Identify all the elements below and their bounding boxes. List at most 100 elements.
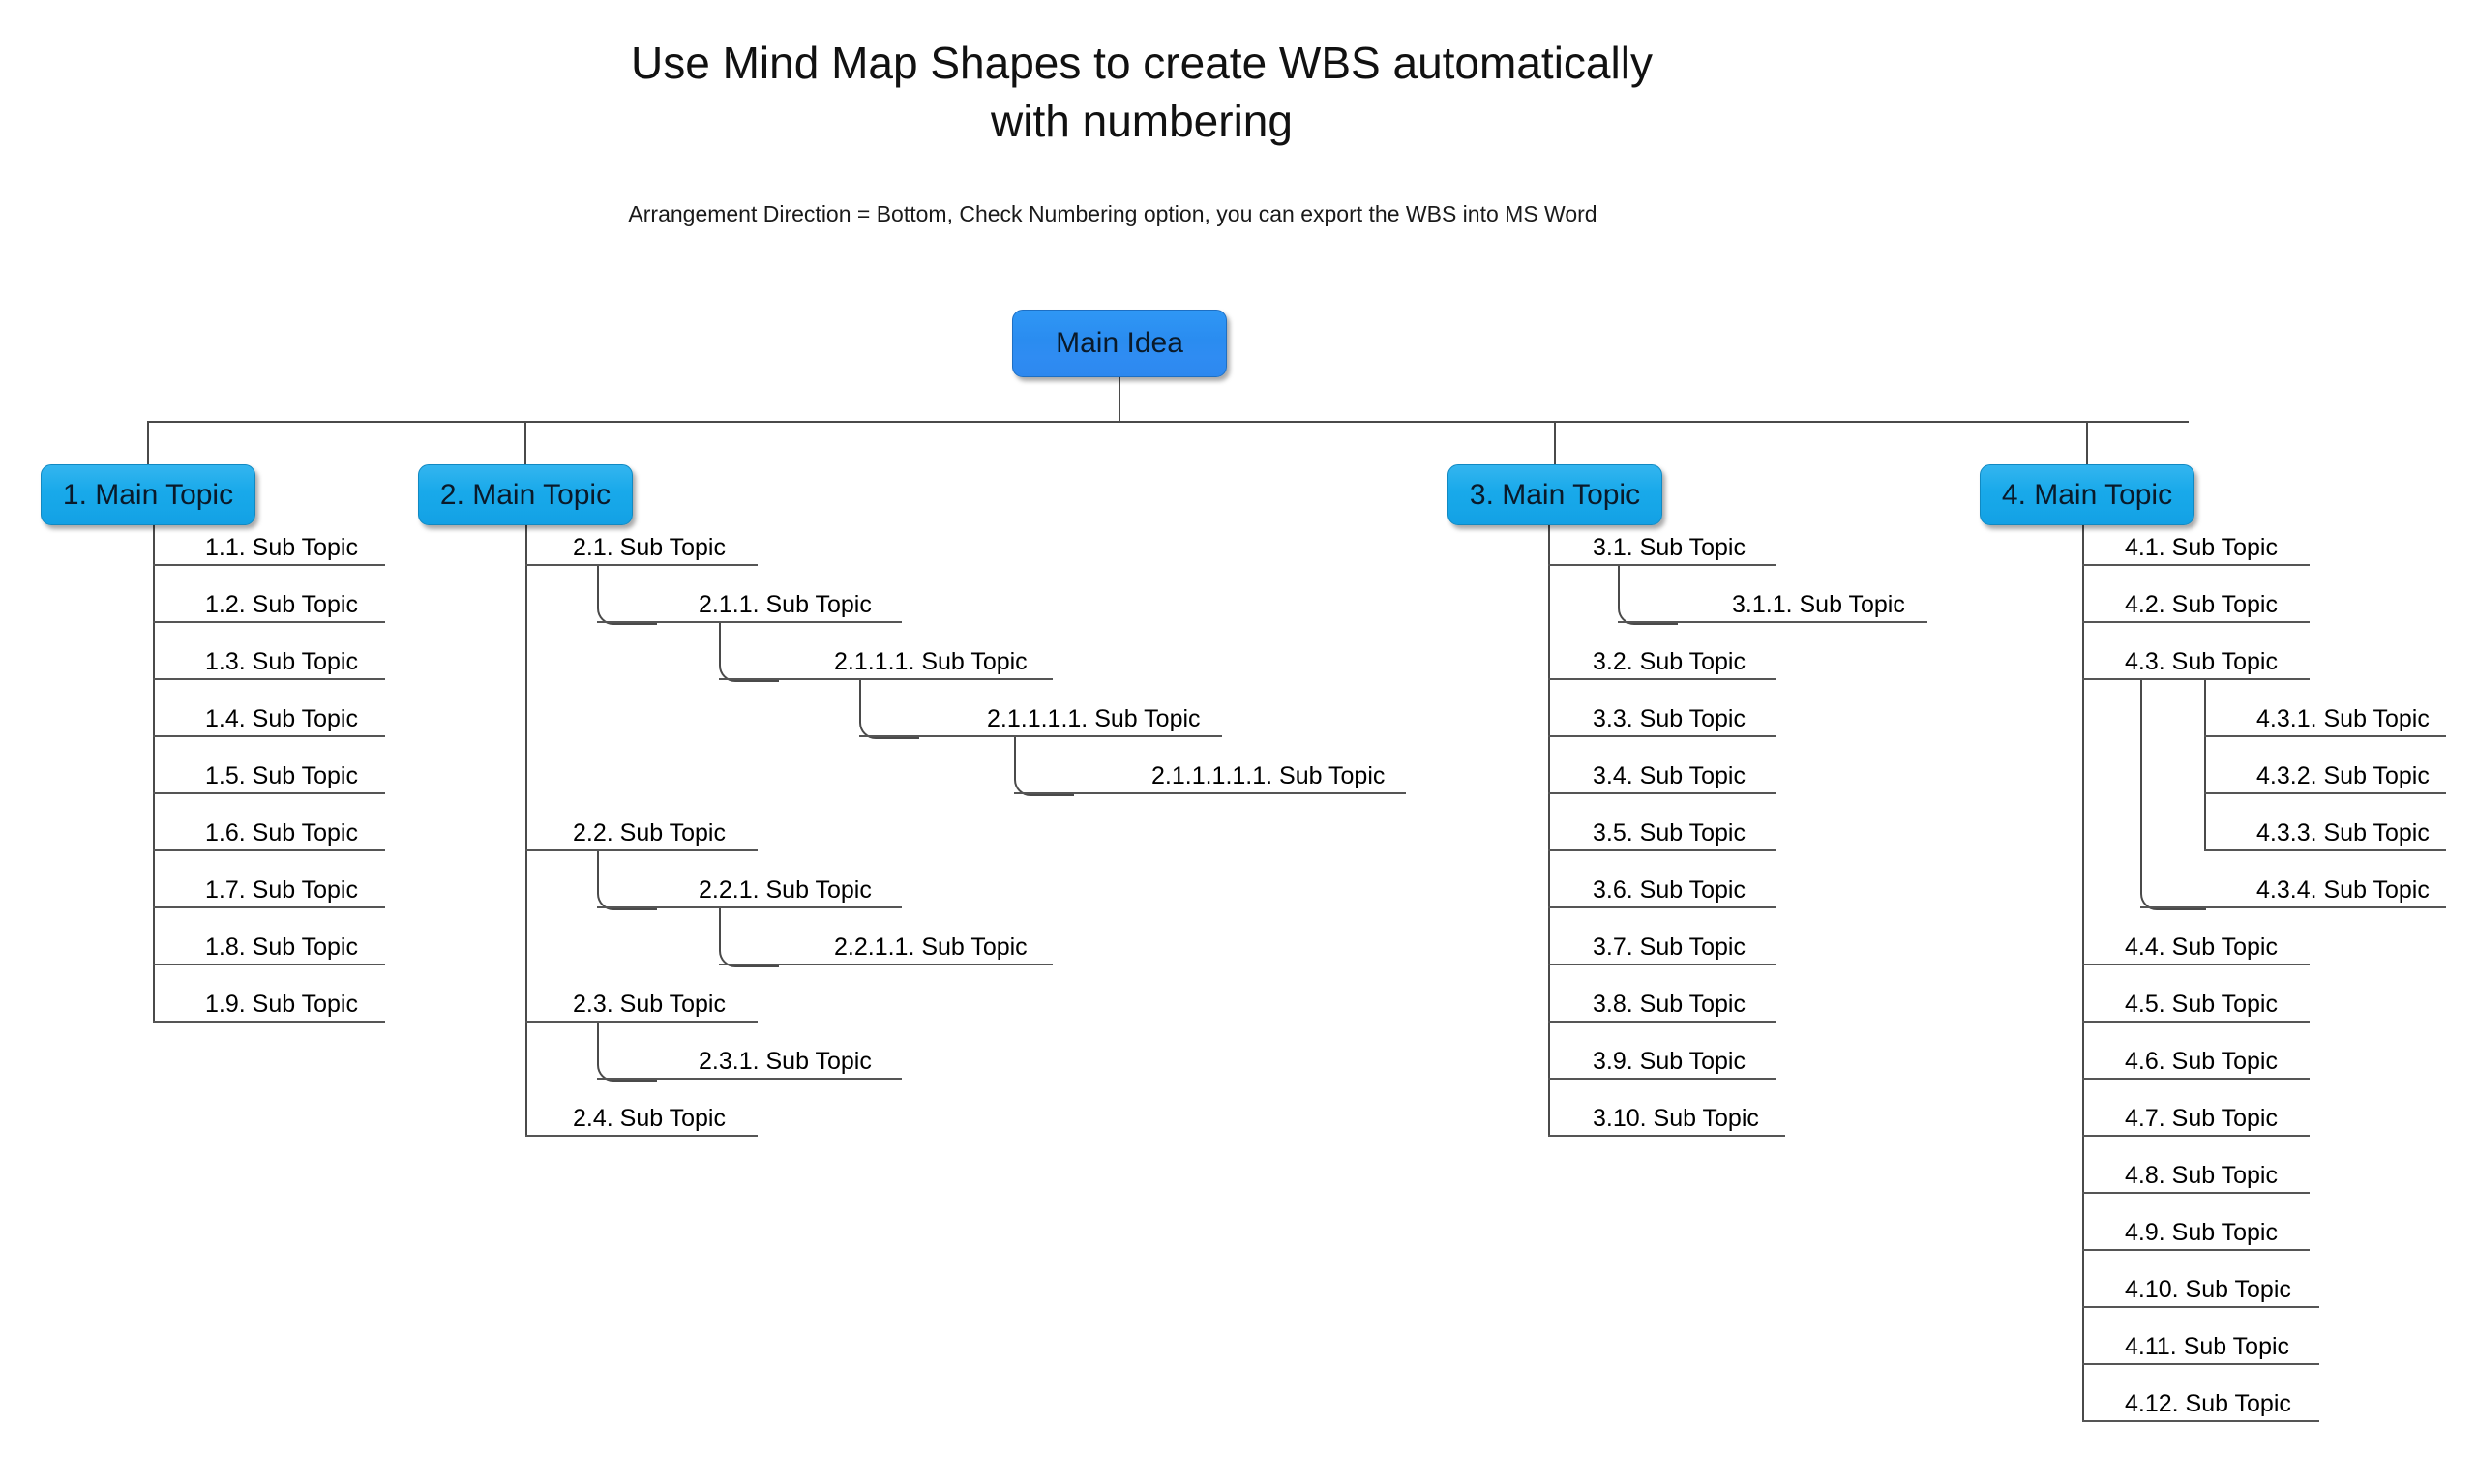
page-subtitle: Arrangement Direction = Bottom, Check Nu… (628, 201, 1597, 226)
subtopic-label[interactable]: 3.9. Sub Topic (1593, 1048, 1746, 1075)
subtopic-label[interactable]: 4.4. Sub Topic (2125, 934, 2278, 961)
subtopic-label[interactable]: 2.1. Sub Topic (573, 534, 726, 561)
subtopic-underline (2204, 849, 2446, 851)
subtopic-label[interactable]: 4.2. Sub Topic (2125, 591, 2278, 618)
subtopic-label[interactable]: 3.2. Sub Topic (1593, 648, 1746, 675)
subtopic-label[interactable]: 2.4. Sub Topic (573, 1105, 726, 1132)
subtopic-label[interactable]: 3.7. Sub Topic (1593, 934, 1746, 961)
subtopic-underline (859, 735, 1222, 737)
subtopic-label[interactable]: 4.9. Sub Topic (2125, 1219, 2278, 1246)
subtopic-underline (2082, 1306, 2319, 1308)
subtopic-underline (153, 964, 385, 965)
main-topic-drop-connector-2 (524, 421, 526, 465)
page-title: Use Mind Map Shapes to create WBS automa… (0, 35, 2283, 151)
subtopic-label[interactable]: 1.7. Sub Topic (205, 876, 358, 904)
subtopic-underline (2082, 621, 2310, 623)
page-title-line-2: with numbering (991, 95, 1293, 146)
child-elbow-connector-6 (719, 908, 779, 967)
subtopic-label[interactable]: 3.1. Sub Topic (1593, 534, 1746, 561)
subtopic-underline (1548, 564, 1776, 566)
subtopic-label[interactable]: 4.12. Sub Topic (2125, 1390, 2291, 1417)
subtopic-label[interactable]: 2.1.1.1. Sub Topic (834, 648, 1028, 675)
subtopic-label[interactable]: 4.7. Sub Topic (2125, 1105, 2278, 1132)
subtopic-label[interactable]: 3.5. Sub Topic (1593, 819, 1746, 846)
subtopic-label[interactable]: 2.3.1. Sub Topic (699, 1048, 872, 1075)
subtopic-underline (153, 1021, 385, 1023)
subtopic-label[interactable]: 4.8. Sub Topic (2125, 1162, 2278, 1189)
subtopic-label[interactable]: 3.3. Sub Topic (1593, 705, 1746, 732)
branch-trunk-connector-4 (2082, 525, 2084, 1422)
node-main-topic-1[interactable]: 1. Main Topic (41, 464, 255, 525)
child-elbow-connector-8 (1618, 566, 1678, 625)
subtopic-label[interactable]: 2.2.1.1. Sub Topic (834, 934, 1028, 961)
subtopic-underline (525, 1021, 758, 1023)
main-topic-drop-connector-1 (147, 421, 149, 465)
subtopic-underline (153, 849, 385, 851)
node-main-topic-3[interactable]: 3. Main Topic (1447, 464, 1662, 525)
subtopic-underline (1548, 735, 1776, 737)
subtopic-underline (1548, 1078, 1776, 1080)
node-main-topic-4[interactable]: 4. Main Topic (1980, 464, 2194, 525)
subtopic-underline (1548, 964, 1776, 965)
subtopic-underline (597, 621, 902, 623)
subtopic-label[interactable]: 4.3.1. Sub Topic (2256, 705, 2430, 732)
subtopic-label[interactable]: 1.8. Sub Topic (205, 934, 358, 961)
root-stem-connector (1119, 377, 1120, 422)
child-elbow-connector-5 (597, 851, 657, 910)
subtopic-label[interactable]: 4.6. Sub Topic (2125, 1048, 2278, 1075)
branch-trunk-connector-6 (2204, 680, 2206, 851)
subtopic-underline (597, 1078, 902, 1080)
subtopic-label[interactable]: 2.1.1. Sub Topic (699, 591, 872, 618)
subtopic-label[interactable]: 1.4. Sub Topic (205, 705, 358, 732)
subtopic-underline (719, 678, 1053, 680)
subtopic-label[interactable]: 2.1.1.1.1. Sub Topic (987, 705, 1201, 732)
subtopic-label[interactable]: 2.2.1. Sub Topic (699, 876, 872, 904)
subtopic-underline (2082, 1249, 2310, 1251)
subtopic-underline (153, 564, 385, 566)
subtopic-label[interactable]: 2.1.1.1.1.1. Sub Topic (1151, 762, 1386, 789)
subtopic-label[interactable]: 4.11. Sub Topic (2125, 1333, 2290, 1360)
subtopic-underline (1548, 1021, 1776, 1023)
subtopic-label[interactable]: 3.10. Sub Topic (1593, 1105, 1759, 1132)
subtopic-label[interactable]: 4.1. Sub Topic (2125, 534, 2278, 561)
subtopic-label[interactable]: 3.8. Sub Topic (1593, 991, 1746, 1018)
subtopic-underline (525, 849, 758, 851)
subtopic-label[interactable]: 3.1.1. Sub Topic (1732, 591, 1905, 618)
subtopic-label[interactable]: 3.6. Sub Topic (1593, 876, 1746, 904)
subtopic-label[interactable]: 1.3. Sub Topic (205, 648, 358, 675)
subtopic-label[interactable]: 2.2. Sub Topic (573, 819, 726, 846)
subtopic-label[interactable]: 4.3.2. Sub Topic (2256, 762, 2430, 789)
subtopic-label[interactable]: 2.3. Sub Topic (573, 991, 726, 1018)
subtopic-underline (153, 906, 385, 908)
subtopic-underline (1014, 792, 1406, 794)
subtopic-label[interactable]: 4.5. Sub Topic (2125, 991, 2278, 1018)
node-main-topic-2[interactable]: 2. Main Topic (418, 464, 633, 525)
subtopic-underline (2082, 564, 2310, 566)
subtopic-label[interactable]: 3.4. Sub Topic (1593, 762, 1746, 789)
subtopic-underline (153, 678, 385, 680)
subtopic-label[interactable]: 1.9. Sub Topic (205, 991, 358, 1018)
subtopic-label[interactable]: 4.3.3. Sub Topic (2256, 819, 2430, 846)
subtopic-label[interactable]: 1.2. Sub Topic (205, 591, 358, 618)
subtopic-label[interactable]: 4.3.4. Sub Topic (2256, 876, 2430, 904)
child-elbow-connector-3 (859, 680, 919, 739)
subtopic-underline (597, 906, 902, 908)
child-elbow-connector-4 (1014, 737, 1074, 796)
node-main-idea[interactable]: Main Idea (1012, 310, 1227, 377)
subtopic-label[interactable]: 4.3. Sub Topic (2125, 648, 2278, 675)
subtopic-label[interactable]: 1.1. Sub Topic (205, 534, 358, 561)
child-elbow-connector-1 (597, 566, 657, 625)
subtopic-underline (2140, 906, 2446, 908)
main-topic-bus-connector (147, 421, 2189, 423)
subtopic-label[interactable]: 1.6. Sub Topic (205, 819, 358, 846)
subtopic-underline (153, 792, 385, 794)
subtopic-label[interactable]: 4.10. Sub Topic (2125, 1276, 2291, 1303)
subtopic-underline (2082, 1135, 2310, 1137)
subtopic-label[interactable]: 1.5. Sub Topic (205, 762, 358, 789)
subtopic-underline (153, 621, 385, 623)
subtopic-underline (2082, 1021, 2310, 1023)
subtopic-underline (1548, 678, 1776, 680)
subtopic-underline (525, 564, 758, 566)
subtopic-underline (2082, 1420, 2319, 1422)
